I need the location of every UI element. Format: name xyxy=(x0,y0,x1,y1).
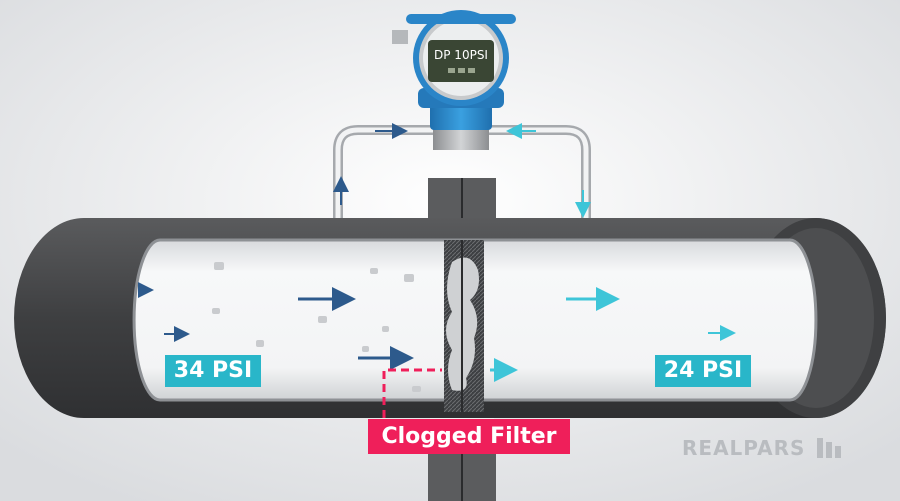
upstream-pressure-label: 34 PSI xyxy=(165,355,261,387)
transmitter-display-reading: DP 10PSI xyxy=(434,48,488,62)
clogged-filter-callout: Clogged Filter xyxy=(368,419,570,454)
flow-arrows xyxy=(138,282,736,382)
logo-mark xyxy=(817,438,841,458)
impulse-tubing xyxy=(333,123,591,223)
filter-element xyxy=(444,240,484,412)
pressure-transmitter xyxy=(392,10,516,150)
display-screen xyxy=(428,40,494,82)
debris-particles xyxy=(212,262,421,392)
transmitter-side-plug xyxy=(392,30,408,44)
callout-leader-line xyxy=(382,368,442,418)
downstream-pressure-label: 24 PSI xyxy=(655,355,751,387)
realpars-logo: REALPARS xyxy=(682,436,806,460)
